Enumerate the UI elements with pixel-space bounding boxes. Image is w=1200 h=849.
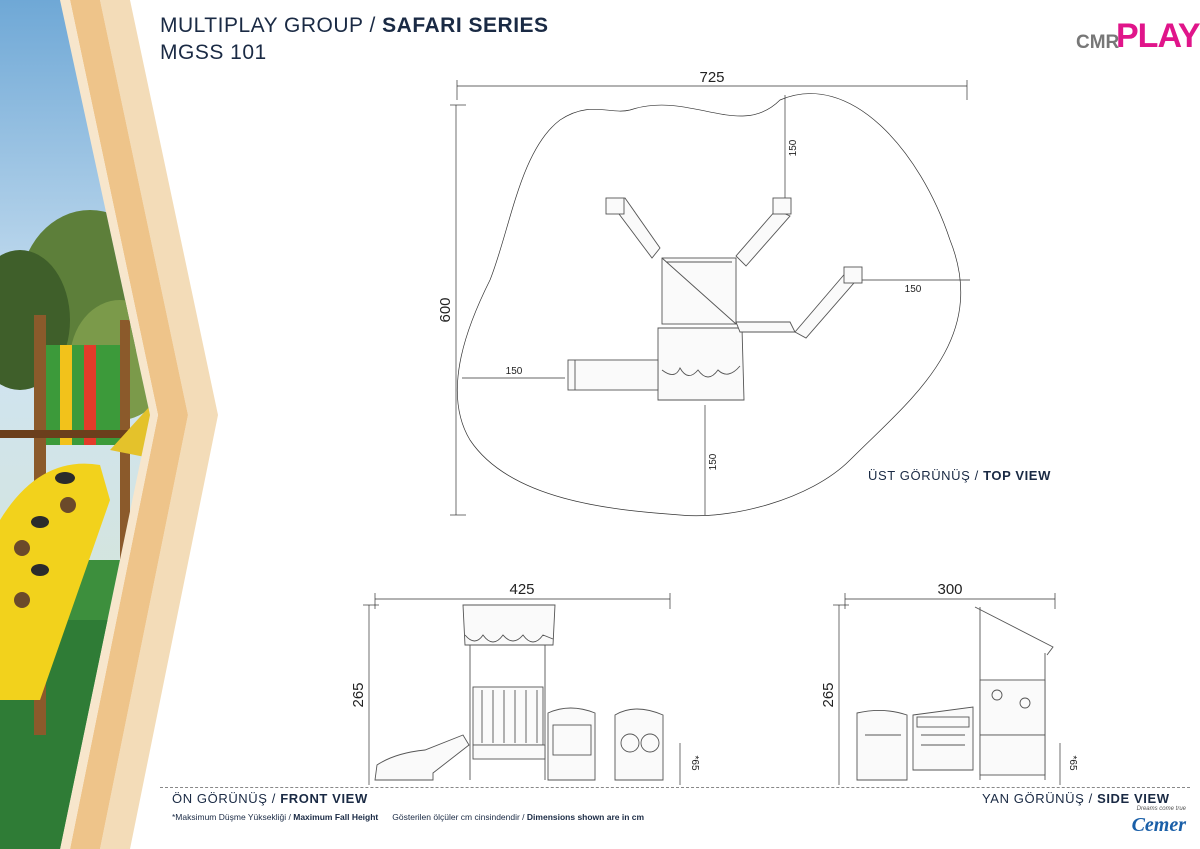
front-view-label: ÖN GÖRÜNÜŞ / FRONT VIEW	[172, 791, 368, 806]
footnote: *Maksimum Düşme Yüksekliği / Maximum Fal…	[172, 812, 644, 822]
ground-line	[160, 787, 1190, 788]
cemer-slogan: Dreams come true	[1136, 806, 1186, 812]
front-view-label-en: FRONT VIEW	[280, 791, 368, 806]
page-title: MULTIPLAY GROUP / SAFARI SERIES	[160, 14, 549, 38]
top-view-label: ÜST GÖRÜNÜŞ / TOP VIEW	[868, 468, 1051, 483]
top-clearance-left: 150	[506, 366, 523, 377]
model-code: MGSS 101	[160, 41, 267, 64]
footnote-fall-en: Maximum Fall Height	[293, 812, 379, 822]
front-width-dim: 425	[509, 581, 534, 598]
side-height-dim: 265	[820, 682, 837, 707]
series-prefix: MULTIPLAY GROUP /	[160, 14, 383, 37]
front-height-dim: 265	[350, 682, 367, 707]
logo-text-left: CMR	[1076, 32, 1120, 53]
side-view-label: YAN GÖRÜNÜŞ / SIDE VIEW	[982, 791, 1170, 806]
side-view-label-tr: YAN GÖRÜNÜŞ /	[982, 791, 1098, 806]
cemer-name: Cemer	[1131, 814, 1186, 836]
front-view-label-tr: ÖN GÖRÜNÜŞ /	[172, 791, 281, 806]
front-fall-height: *65	[689, 755, 700, 770]
logo-text-right: PLAY	[1116, 17, 1200, 55]
top-depth-dim: 600	[437, 297, 454, 322]
side-fall-height: *65	[1067, 755, 1078, 770]
top-view-drawing: 725 600 150 150 150 150	[437, 69, 970, 517]
side-width-dim: 300	[937, 581, 962, 598]
top-width-dim: 725	[699, 69, 724, 86]
top-view-label-tr: ÜST GÖRÜNÜŞ /	[868, 468, 984, 483]
series-name: SAFARI SERIES	[382, 14, 549, 37]
side-view-label-en: SIDE VIEW	[1097, 791, 1170, 806]
safety-zone-outline	[456, 93, 961, 517]
top-clearance-bottom: 150	[708, 453, 719, 470]
footnote-units-tr: Gösterilen ölçüler cm cinsindendir /	[392, 812, 527, 822]
playground-photo-panel	[0, 0, 218, 849]
footnote-fall-tr: *Maksimum Düşme Yüksekliği /	[172, 812, 294, 822]
cmrplay-logo: CMR PLAY	[1076, 12, 1200, 64]
footnote-units-en: Dimensions shown are in cm	[526, 812, 645, 822]
cemer-logo: Dreams come true Cemer	[1104, 806, 1188, 842]
side-view-drawing: 300 265 *65	[820, 581, 1078, 785]
top-clearance-top: 150	[788, 139, 799, 156]
top-view-label-en: TOP VIEW	[983, 468, 1051, 483]
front-view-drawing: 425 265 *65	[350, 581, 700, 785]
top-clearance-right: 150	[905, 284, 922, 295]
